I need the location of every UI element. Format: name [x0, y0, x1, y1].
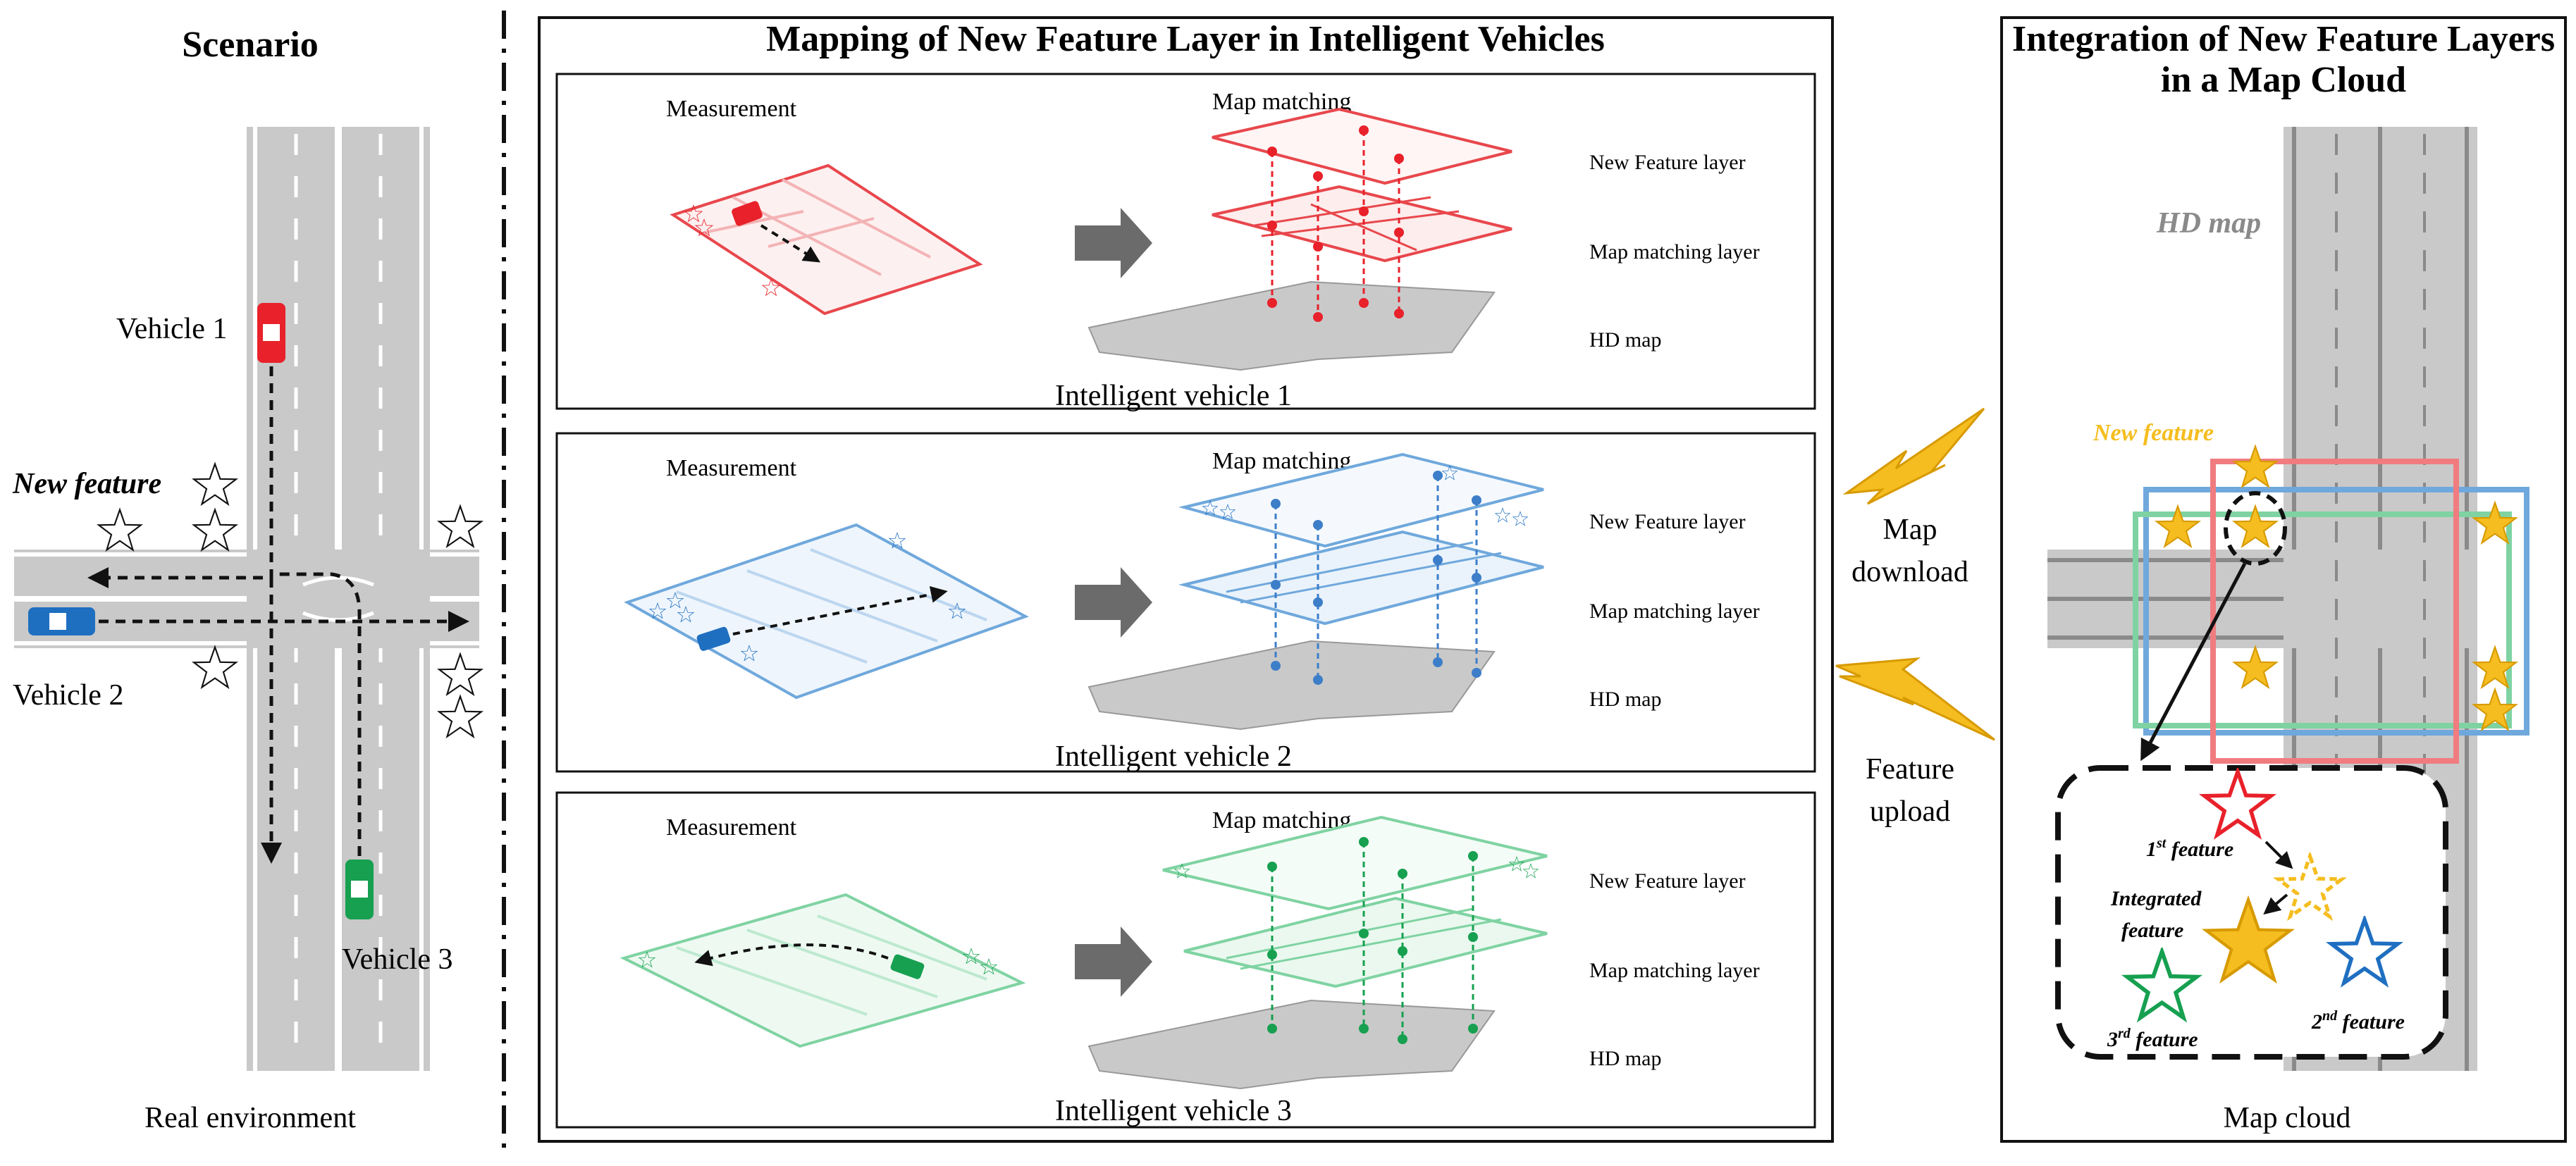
cloud-panel: Integration of New Feature Layers in a M… [2000, 16, 2567, 1143]
star-icon [1512, 511, 1528, 526]
layer-new-label: New Feature layer [1589, 869, 1746, 893]
measurement-plane [624, 523, 1029, 700]
panel-frame [555, 791, 1816, 1129]
star-icon [438, 695, 483, 738]
mapping-frame [538, 16, 1834, 1143]
intersection [247, 550, 430, 648]
cloud-title-2: in a Map Cloud [2161, 60, 2406, 100]
integrated-label-1: Integrated [2110, 887, 2202, 910]
scenario-panel: Scenario Vehicle 1 Vehicle 2 [12, 25, 483, 1134]
measurement-label: Measurement [666, 455, 797, 481]
cloud-title-1: Integration of New Feature Layers [2012, 19, 2555, 59]
vehicle-2-label: Vehicle 2 [13, 679, 123, 712]
hd-map-base [1087, 280, 1496, 371]
matching-layer [1183, 896, 1548, 988]
hd-map-base [1087, 999, 1496, 1090]
coverage-red [2210, 459, 2459, 764]
layer-hd-label: HD map [1589, 328, 1661, 352]
vehicle-3-measure-car [890, 954, 925, 979]
panel-caption: Intelligent vehicle 3 [1055, 1095, 1292, 1127]
integrated-label-2: feature [2121, 919, 2183, 942]
new-feature-layer [1162, 815, 1548, 911]
process-arrow [1075, 208, 1152, 278]
star-icon [438, 505, 483, 547]
layer-matching-label: Map matching layer [1589, 240, 1760, 263]
vehicle-panel-2: Measurement Map matching [555, 432, 1816, 773]
upload-label-2: upload [1870, 795, 1950, 828]
layer-matching-label: Map matching layer [1589, 600, 1760, 623]
new-feature-layer [1212, 107, 1512, 185]
star-icon [438, 653, 483, 695]
coverage-green [2133, 511, 2512, 728]
vehicle-panel-3: Measurement Map matching [555, 791, 1816, 1129]
star-icon [192, 646, 238, 688]
vehicle-3-car [345, 860, 374, 919]
panel-frame [555, 432, 1816, 773]
layer-new-label: New Feature layer [1589, 510, 1746, 533]
vehicle-3-label: Vehicle 3 [342, 943, 452, 976]
selection-ellipse [2224, 491, 2287, 566]
vehicle-1-measure-car [732, 201, 763, 226]
map-matching-label: Map matching [1212, 448, 1351, 474]
third-feature-label: 3rd feature [2107, 1026, 2198, 1051]
vehicle-2-measure-car [696, 626, 731, 651]
measurement-label: Measurement [666, 96, 797, 122]
hd-map-label: HD map [2156, 207, 2261, 240]
star-icon [97, 509, 142, 551]
communication-links: Map download Feature upload [1835, 407, 1995, 828]
panel-caption: Intelligent vehicle 2 [1055, 740, 1292, 773]
measurement-label: Measurement [666, 814, 797, 841]
matching-layer [1178, 530, 1544, 626]
download-label-2: download [1851, 556, 1968, 588]
vehicle-1-car [257, 303, 285, 363]
measurement-plane [670, 163, 983, 316]
new-feature-label: New feature [12, 468, 161, 500]
hd-map-base [1087, 640, 1496, 731]
star-icon [192, 509, 238, 551]
layer-new-label: New Feature layer [1589, 151, 1746, 174]
panel-frame [555, 73, 1816, 410]
mapping-panel: Mapping of New Feature Layer in Intellig… [538, 16, 1834, 1143]
process-arrow [1075, 567, 1152, 638]
mapping-title: Mapping of New Feature Layer in Intellig… [766, 19, 1605, 59]
layer-hd-label: HD map [1589, 1047, 1661, 1070]
star-icon [192, 463, 238, 505]
vehicle-1-label: Vehicle 1 [116, 313, 227, 345]
cloud-new-feature-label: New feature [2093, 420, 2214, 446]
process-arrow [1075, 926, 1152, 997]
star-icon [1523, 863, 1539, 879]
download-label-1: Map [1883, 514, 1937, 546]
scenario-caption: Real environment [144, 1102, 356, 1134]
scenario-title: Scenario [182, 25, 319, 65]
cloud-frame [2000, 16, 2567, 1143]
star-icon [1495, 507, 1510, 523]
upload-label-1: Feature [1866, 753, 1954, 786]
upload-lightning-icon [1835, 657, 1995, 741]
coverage-blue [2143, 487, 2529, 736]
layer-matching-label: Map matching layer [1589, 959, 1760, 982]
second-feature-label: 2nd feature [2311, 1008, 2405, 1034]
star-icon [2233, 646, 2278, 688]
vehicle-panel-1: Measurement Map matching [555, 73, 1816, 412]
vehicle-3-path [275, 572, 362, 856]
panel-caption: Intelligent vehicle 1 [1055, 380, 1292, 412]
vehicle-2-car [28, 607, 95, 635]
cloud-caption: Map cloud [2224, 1102, 2351, 1134]
zoom-arrow [2140, 562, 2247, 762]
measurement-plane [620, 893, 1026, 1048]
first-feature-label: 1st feature [2146, 836, 2233, 861]
layer-hd-label: HD map [1589, 688, 1661, 711]
download-lightning-icon [1842, 407, 1985, 505]
star-icon [2233, 445, 2278, 488]
